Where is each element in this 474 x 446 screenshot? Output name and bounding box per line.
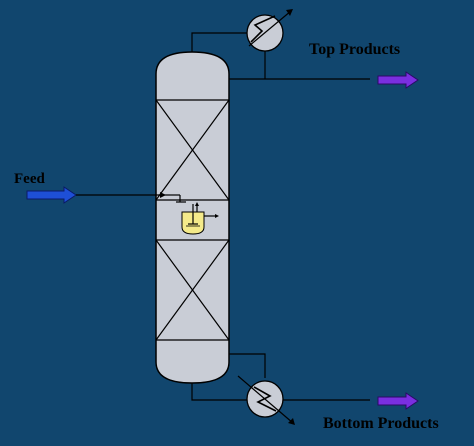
feed-label: Feed [14,171,45,187]
top-products-label: Top Products [309,41,400,58]
feed-arrow [26,186,77,204]
stirred-reactor-icon [181,202,219,235]
upper-packing-section [155,99,230,201]
lower-packing-section [155,239,230,341]
bottom-products-label: Bottom Products [323,415,439,432]
bottom-products-stream [377,392,419,410]
top-products-stream [377,71,419,89]
feed-stream [26,186,186,204]
heat-exchanger-icon [237,375,295,425]
heat-exchanger-icon [246,9,293,52]
top-product-arrow [377,71,419,89]
bottom-product-arrow [377,392,419,410]
